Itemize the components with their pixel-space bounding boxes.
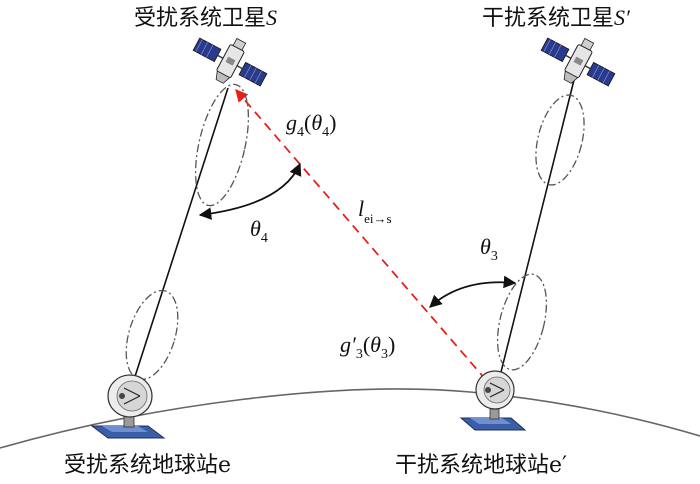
interfering-link-line [496, 75, 576, 389]
victim-satellite-beam-pattern [194, 83, 250, 207]
interfering-station-beam-pattern [496, 273, 548, 371]
satellite-icon [540, 37, 616, 87]
interfering-satellite-label: 干扰系统卫星S′ [482, 5, 631, 31]
satellite-icon [192, 37, 268, 87]
victim-gain-label: g4(θ4) [286, 110, 336, 140]
interfering-station-label: 干扰系统地球站e′ [395, 453, 567, 478]
victim-station-beam-pattern [125, 289, 179, 381]
interfering-gain-label: g′3(θ3) [340, 332, 395, 362]
satellite-dish-icon [90, 374, 166, 439]
victim-link-line [129, 87, 229, 393]
interference-path-line [235, 89, 487, 381]
theta4-label: θ4 [250, 216, 268, 246]
theta3-label: θ3 [480, 234, 498, 264]
victim-satellite-label: 受扰系统卫星S [134, 5, 277, 31]
theta4-angle-arc [198, 162, 302, 220]
earth-surface-curve [0, 388, 700, 449]
satellite-dish-icon [459, 370, 527, 431]
interference-path-label: lei→s [358, 196, 392, 226]
victim-station-label: 受扰系统地球站e [64, 453, 231, 478]
interfering-satellite-beam-pattern [535, 94, 585, 186]
theta3-angle-arc [429, 275, 517, 308]
